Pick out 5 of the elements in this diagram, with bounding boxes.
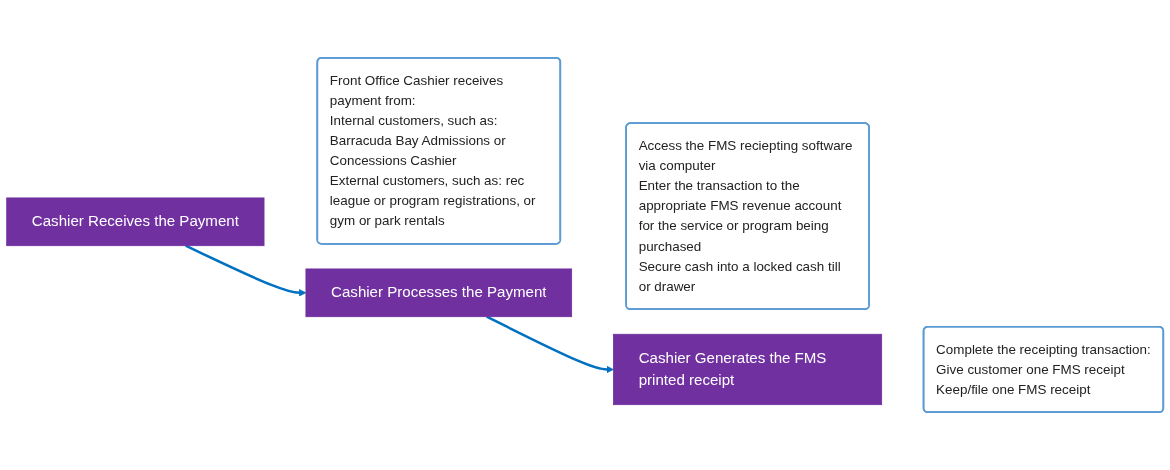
arrow — [486, 315, 614, 374]
node-box: Cashier Processes the Payment — [305, 268, 573, 318]
node-box: Cashier Generates the FMS printed receipt — [613, 333, 883, 406]
arrow — [185, 244, 307, 297]
node-box: Cashier Receives the Payment — [6, 197, 265, 247]
